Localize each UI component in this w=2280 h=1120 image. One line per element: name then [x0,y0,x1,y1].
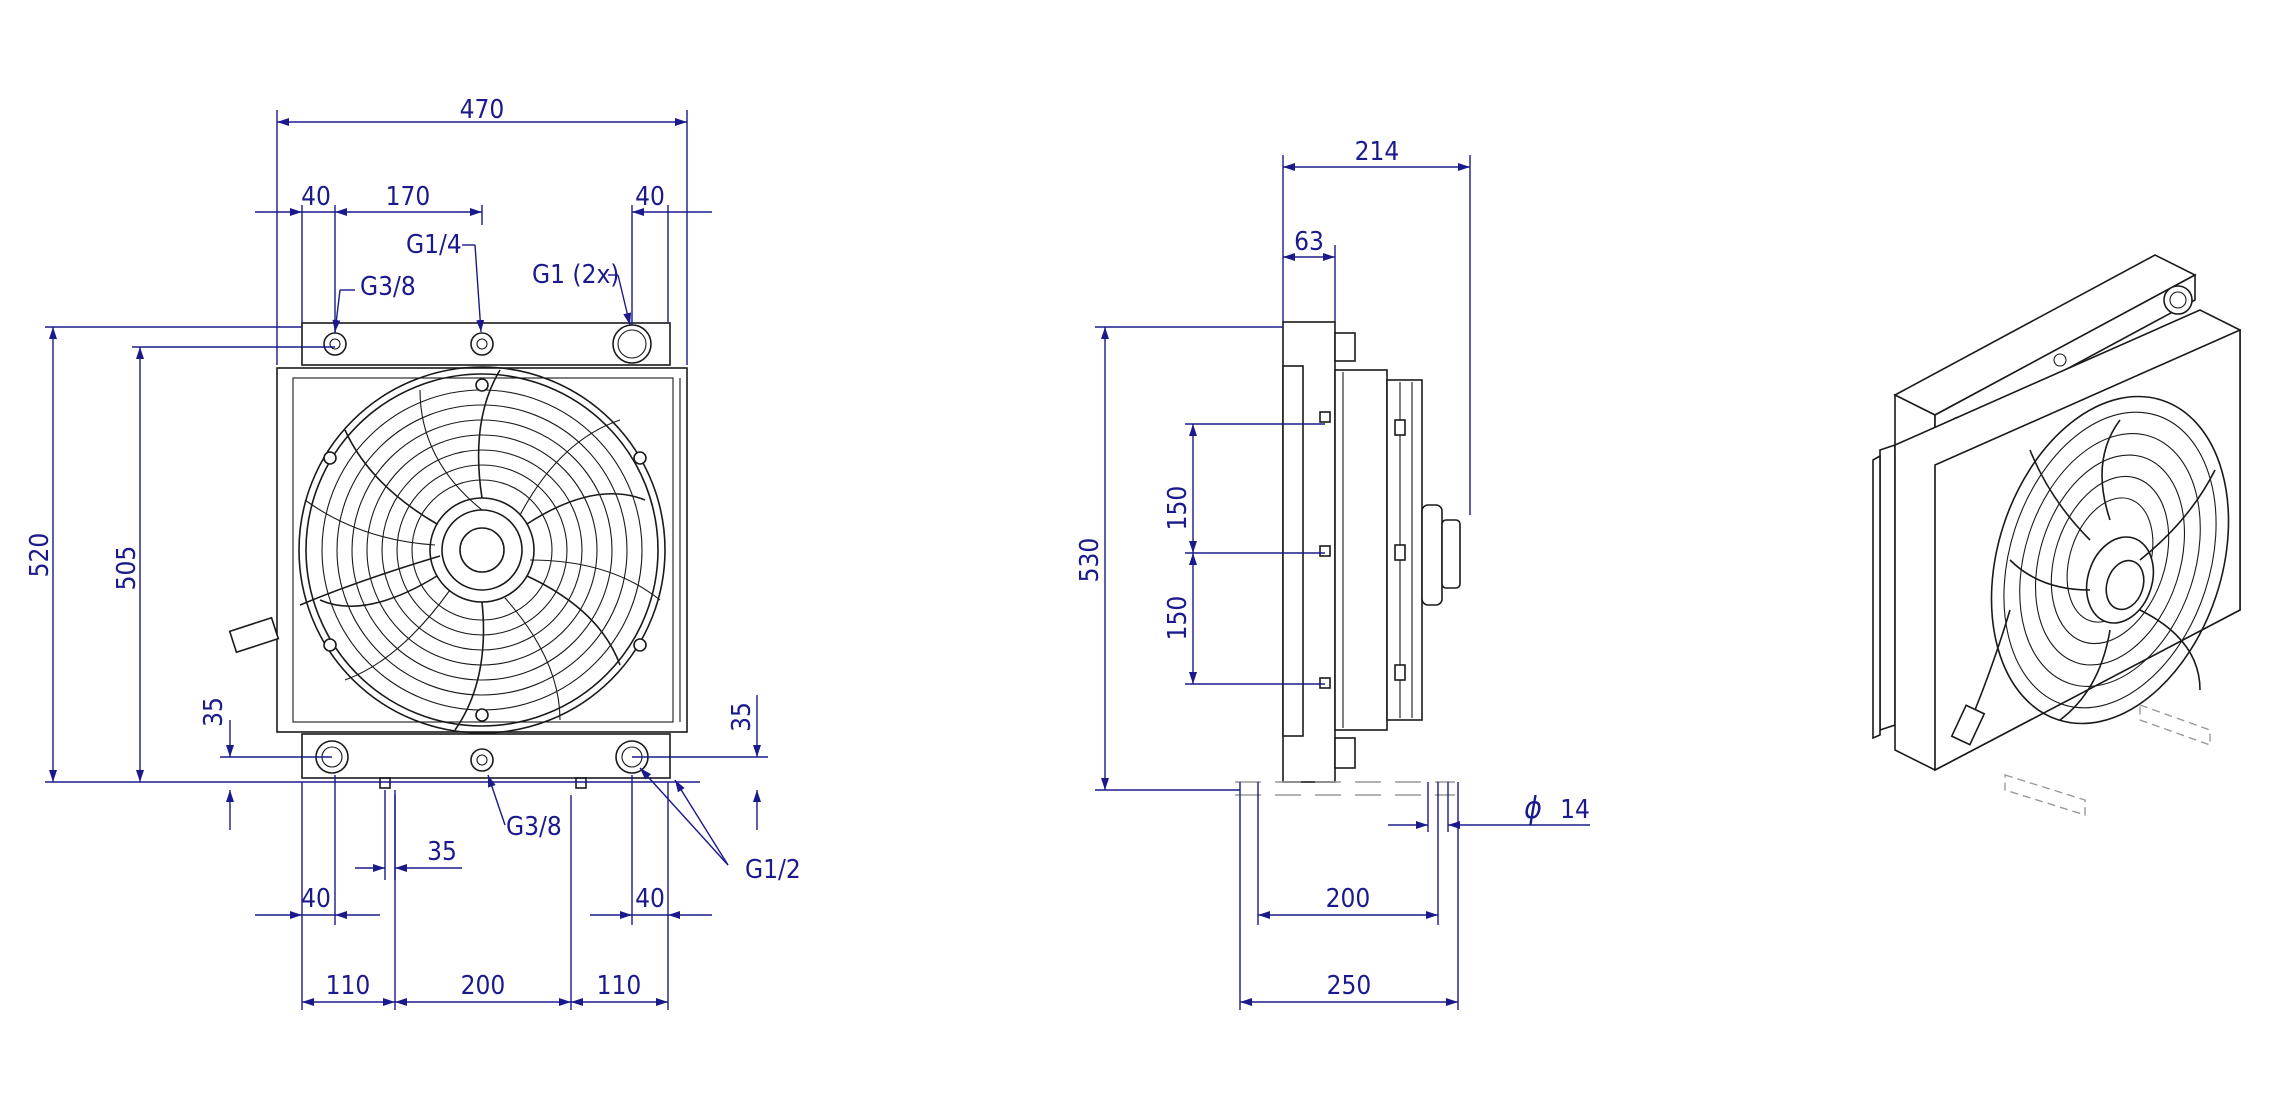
dim-foot-outer: 250 [1327,971,1372,1001]
dim-side-depth-overall: 214 [1355,137,1400,167]
bottom-port-mid [470,748,494,772]
dim-height-overall: 520 [25,533,55,578]
front-view-dimensions: 470 40 170 40 G3/8 G1/4 G1 (2x) 520 505 [25,95,801,1010]
side-fan-motor [1421,504,1443,606]
label-hole-symbol: ϕ [1524,791,1542,826]
dim-bottom-left-offset: 40 [301,884,331,914]
fan-cable [299,555,441,606]
dim-foot-right: 110 [597,971,642,1001]
dim-bottom-right-height: 35 [727,702,757,732]
label-port-top-mid: G1/4 [406,230,462,260]
dim-top-right-offset: 40 [635,182,665,212]
dim-bottom-right-offset: 40 [635,884,665,914]
label-port-bottom-sides: G1/2 [745,855,801,885]
top-tank [301,322,671,366]
iso-fan-guard [1990,395,2230,725]
side-shroud [1334,369,1388,731]
side-view [1235,321,1461,796]
dim-side-depth-core: 63 [1294,227,1324,257]
dim-foot-inner: 200 [1326,884,1371,914]
dim-hole-diameter: 14 [1560,795,1590,825]
dim-overall-width: 470 [460,95,505,125]
dim-foot-left: 110 [326,971,371,1001]
front-view [228,322,688,789]
fan-connector [228,616,280,654]
side-view-dimensions: 214 63 530 150 150 ϕ 14 200 250 [1075,137,1590,1010]
isometric-view [1872,254,2241,816]
fan-guard [298,366,666,734]
label-port-bottom-mid: G3/8 [506,812,562,842]
dim-mount-lower: 150 [1163,596,1193,641]
dim-top-port-spacing: 170 [386,182,431,212]
top-port-mid [470,332,494,356]
dim-height-core: 505 [112,546,142,591]
label-port-top-right: G1 (2x) [532,260,619,290]
dim-mount-upper: 150 [1163,486,1193,531]
dim-bottom-left-height: 35 [199,697,229,727]
dim-bottom-small: 35 [427,837,457,867]
dim-foot-spacing: 200 [461,971,506,1001]
bottom-tank [301,733,671,779]
dim-top-left-offset: 40 [301,182,331,212]
fan-motor-hub [429,497,535,603]
label-port-top-left: G3/8 [360,272,416,302]
dim-side-height: 530 [1075,538,1105,583]
